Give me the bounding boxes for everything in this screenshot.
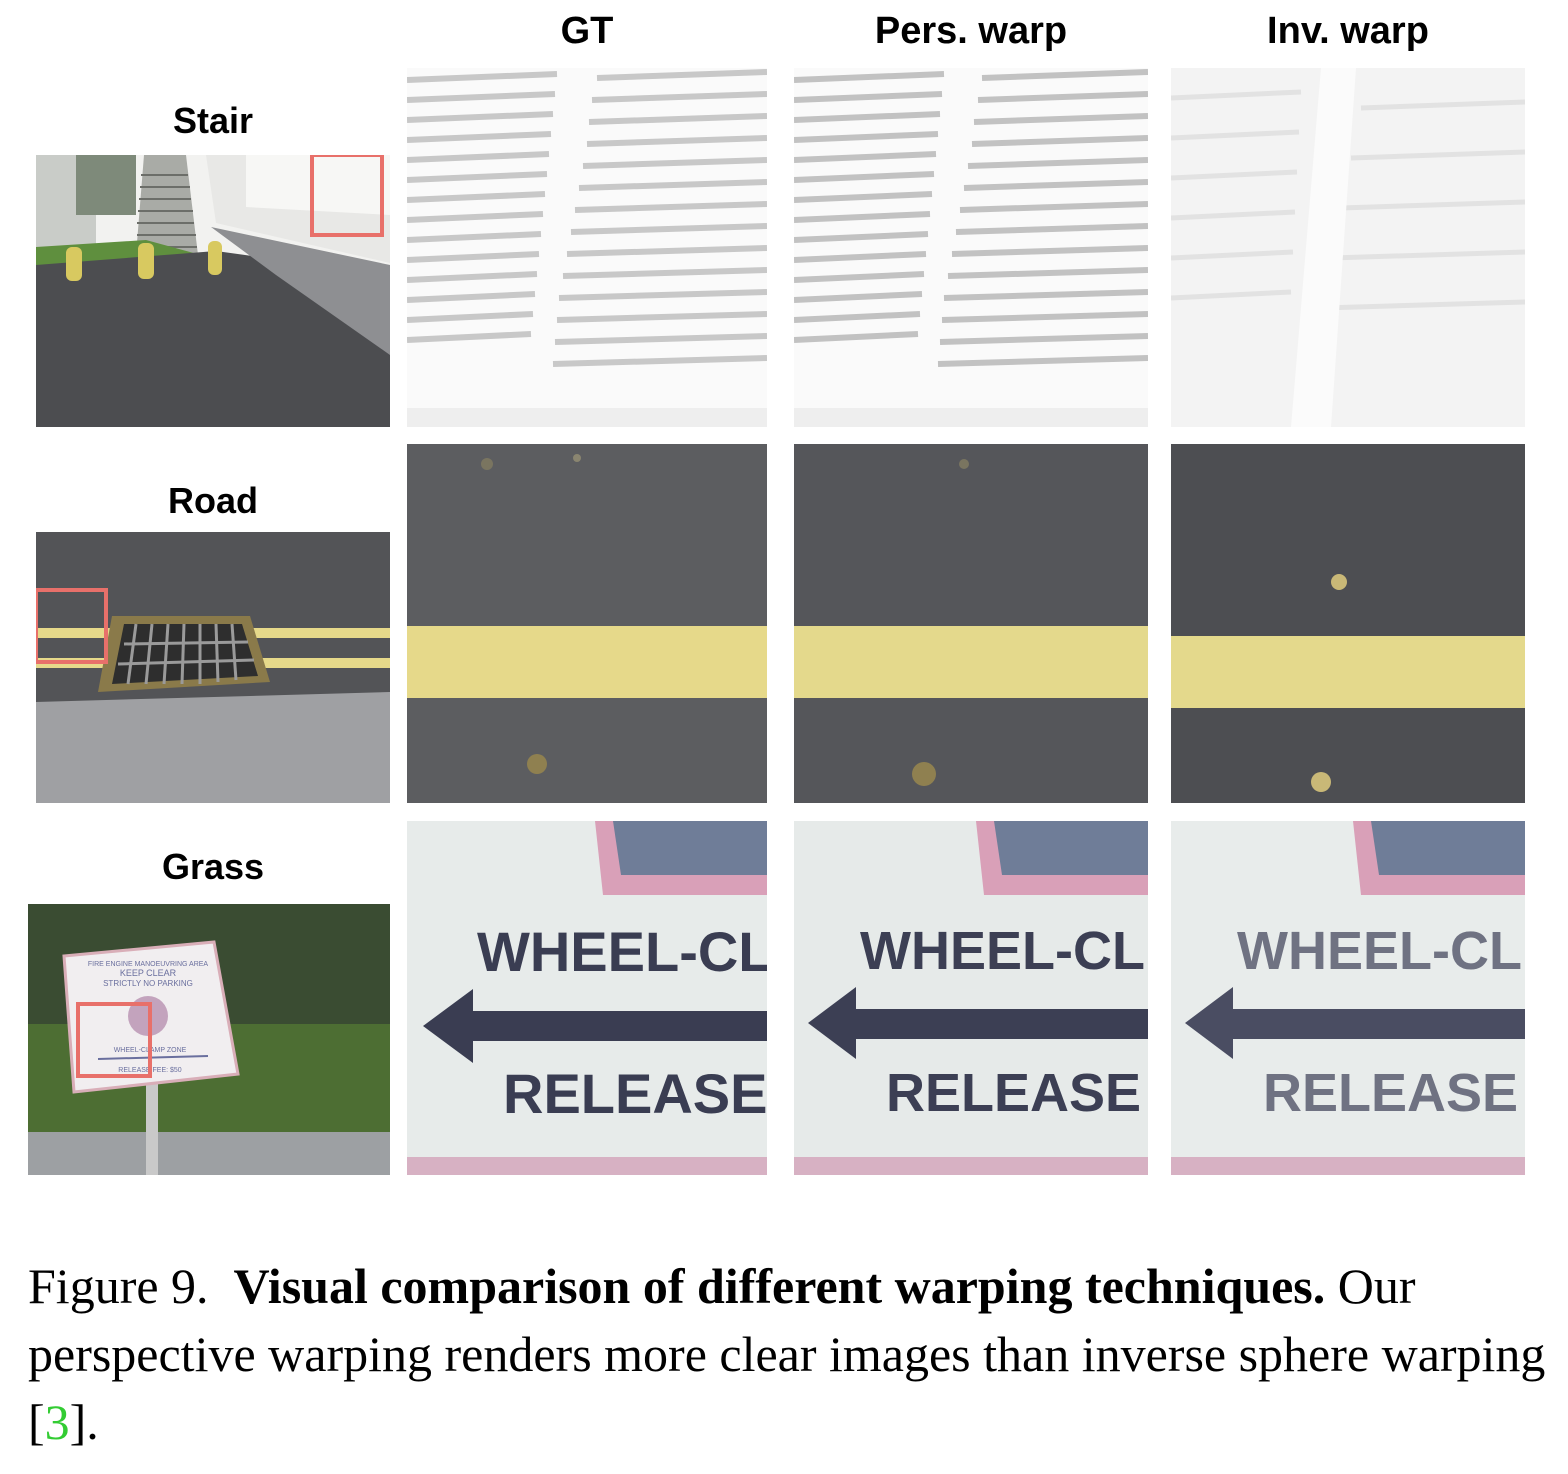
caption-body: Our perspective warping renders more cle… bbox=[28, 1258, 1546, 1450]
stair-overview-image bbox=[36, 155, 390, 427]
row-label-stair: Stair bbox=[172, 100, 254, 141]
sign-line-2: KEEP CLEAR bbox=[120, 968, 177, 978]
caption-title: Visual comparison of different warping t… bbox=[233, 1258, 1326, 1314]
road-gt-crop bbox=[407, 444, 767, 803]
grass-pers-release-text: RELEASE bbox=[886, 1063, 1141, 1123]
grass-gt-crop: WHEEL-CL RELEASE bbox=[407, 821, 767, 1175]
caption-citation-link[interactable]: 3 bbox=[44, 1394, 70, 1450]
row-label-grass: Grass bbox=[161, 846, 265, 887]
grass-inv-release-text: RELEASE bbox=[1263, 1063, 1518, 1123]
column-header-inv-warp: Inv. warp bbox=[1267, 10, 1429, 52]
column-header-gt: GT bbox=[560, 10, 614, 52]
stair-gt-crop bbox=[407, 68, 767, 427]
stair-inv-warp-crop bbox=[1171, 68, 1525, 427]
road-overview-image bbox=[36, 532, 390, 803]
grass-pers-wheel-text: WHEEL-CL bbox=[860, 921, 1145, 981]
caption-prefix: Figure 9. bbox=[28, 1258, 209, 1314]
caption-suffix: ]. bbox=[69, 1394, 99, 1450]
figure-caption: Figure 9. Visual comparison of different… bbox=[28, 1252, 1548, 1456]
grass-inv-wheel-text: WHEEL-CL bbox=[1237, 921, 1522, 981]
road-inv-warp-crop bbox=[1171, 444, 1525, 803]
grass-overview-image: FIRE ENGINE MANOEUVRING AREA KEEP CLEAR … bbox=[28, 904, 390, 1175]
road-pers-warp-crop bbox=[794, 444, 1148, 803]
row-label-road: Road bbox=[168, 480, 258, 521]
grass-gt-release-text: RELEASE bbox=[503, 1062, 767, 1125]
grass-pers-warp-crop: WHEEL-CL RELEASE bbox=[794, 821, 1148, 1175]
grass-gt-wheel-text: WHEEL-CL bbox=[477, 920, 767, 983]
stair-pers-warp-crop bbox=[794, 68, 1148, 427]
sign-line-3: STRICTLY NO PARKING bbox=[103, 979, 193, 988]
column-header-pers-warp: Pers. warp bbox=[874, 10, 1068, 52]
grass-inv-warp-crop: WHEEL-CL RELEASE bbox=[1171, 821, 1525, 1175]
sign-line-1: FIRE ENGINE MANOEUVRING AREA bbox=[88, 961, 209, 968]
